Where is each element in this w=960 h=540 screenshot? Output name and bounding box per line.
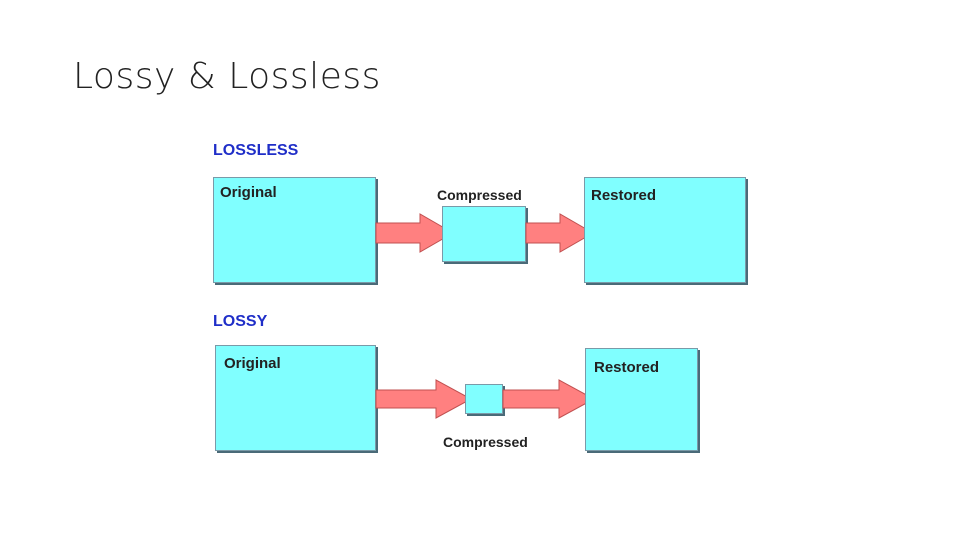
lossy-original-label: Original: [224, 355, 281, 372]
lossy-restored-label: Restored: [594, 359, 660, 376]
lossy-compressed-label: Compressed: [443, 434, 528, 450]
lossless-arrow-to-restored: [525, 213, 595, 253]
lossless-original-label: Original: [220, 184, 277, 201]
lossy-arrow-to-compressed: [375, 379, 473, 419]
lossless-compressed-label: Compressed: [437, 187, 522, 203]
lossless-restored-label: Restored: [591, 187, 657, 204]
slide-title: Lossy & Lossless: [73, 56, 381, 97]
lossy-heading: LOSSY: [213, 313, 268, 330]
lossless-original-box: Original: [213, 177, 376, 283]
lossy-arrow-to-restored: [502, 379, 596, 419]
lossy-compressed-box: [465, 384, 503, 414]
lossy-original-box: Original: [215, 345, 376, 451]
lossless-restored-box: Restored: [584, 177, 746, 283]
lossless-compressed-box: [442, 206, 526, 262]
lossless-arrow-to-compressed: [375, 213, 455, 253]
lossy-restored-box: Restored: [585, 348, 698, 451]
lossless-heading: LOSSLESS: [213, 142, 299, 159]
